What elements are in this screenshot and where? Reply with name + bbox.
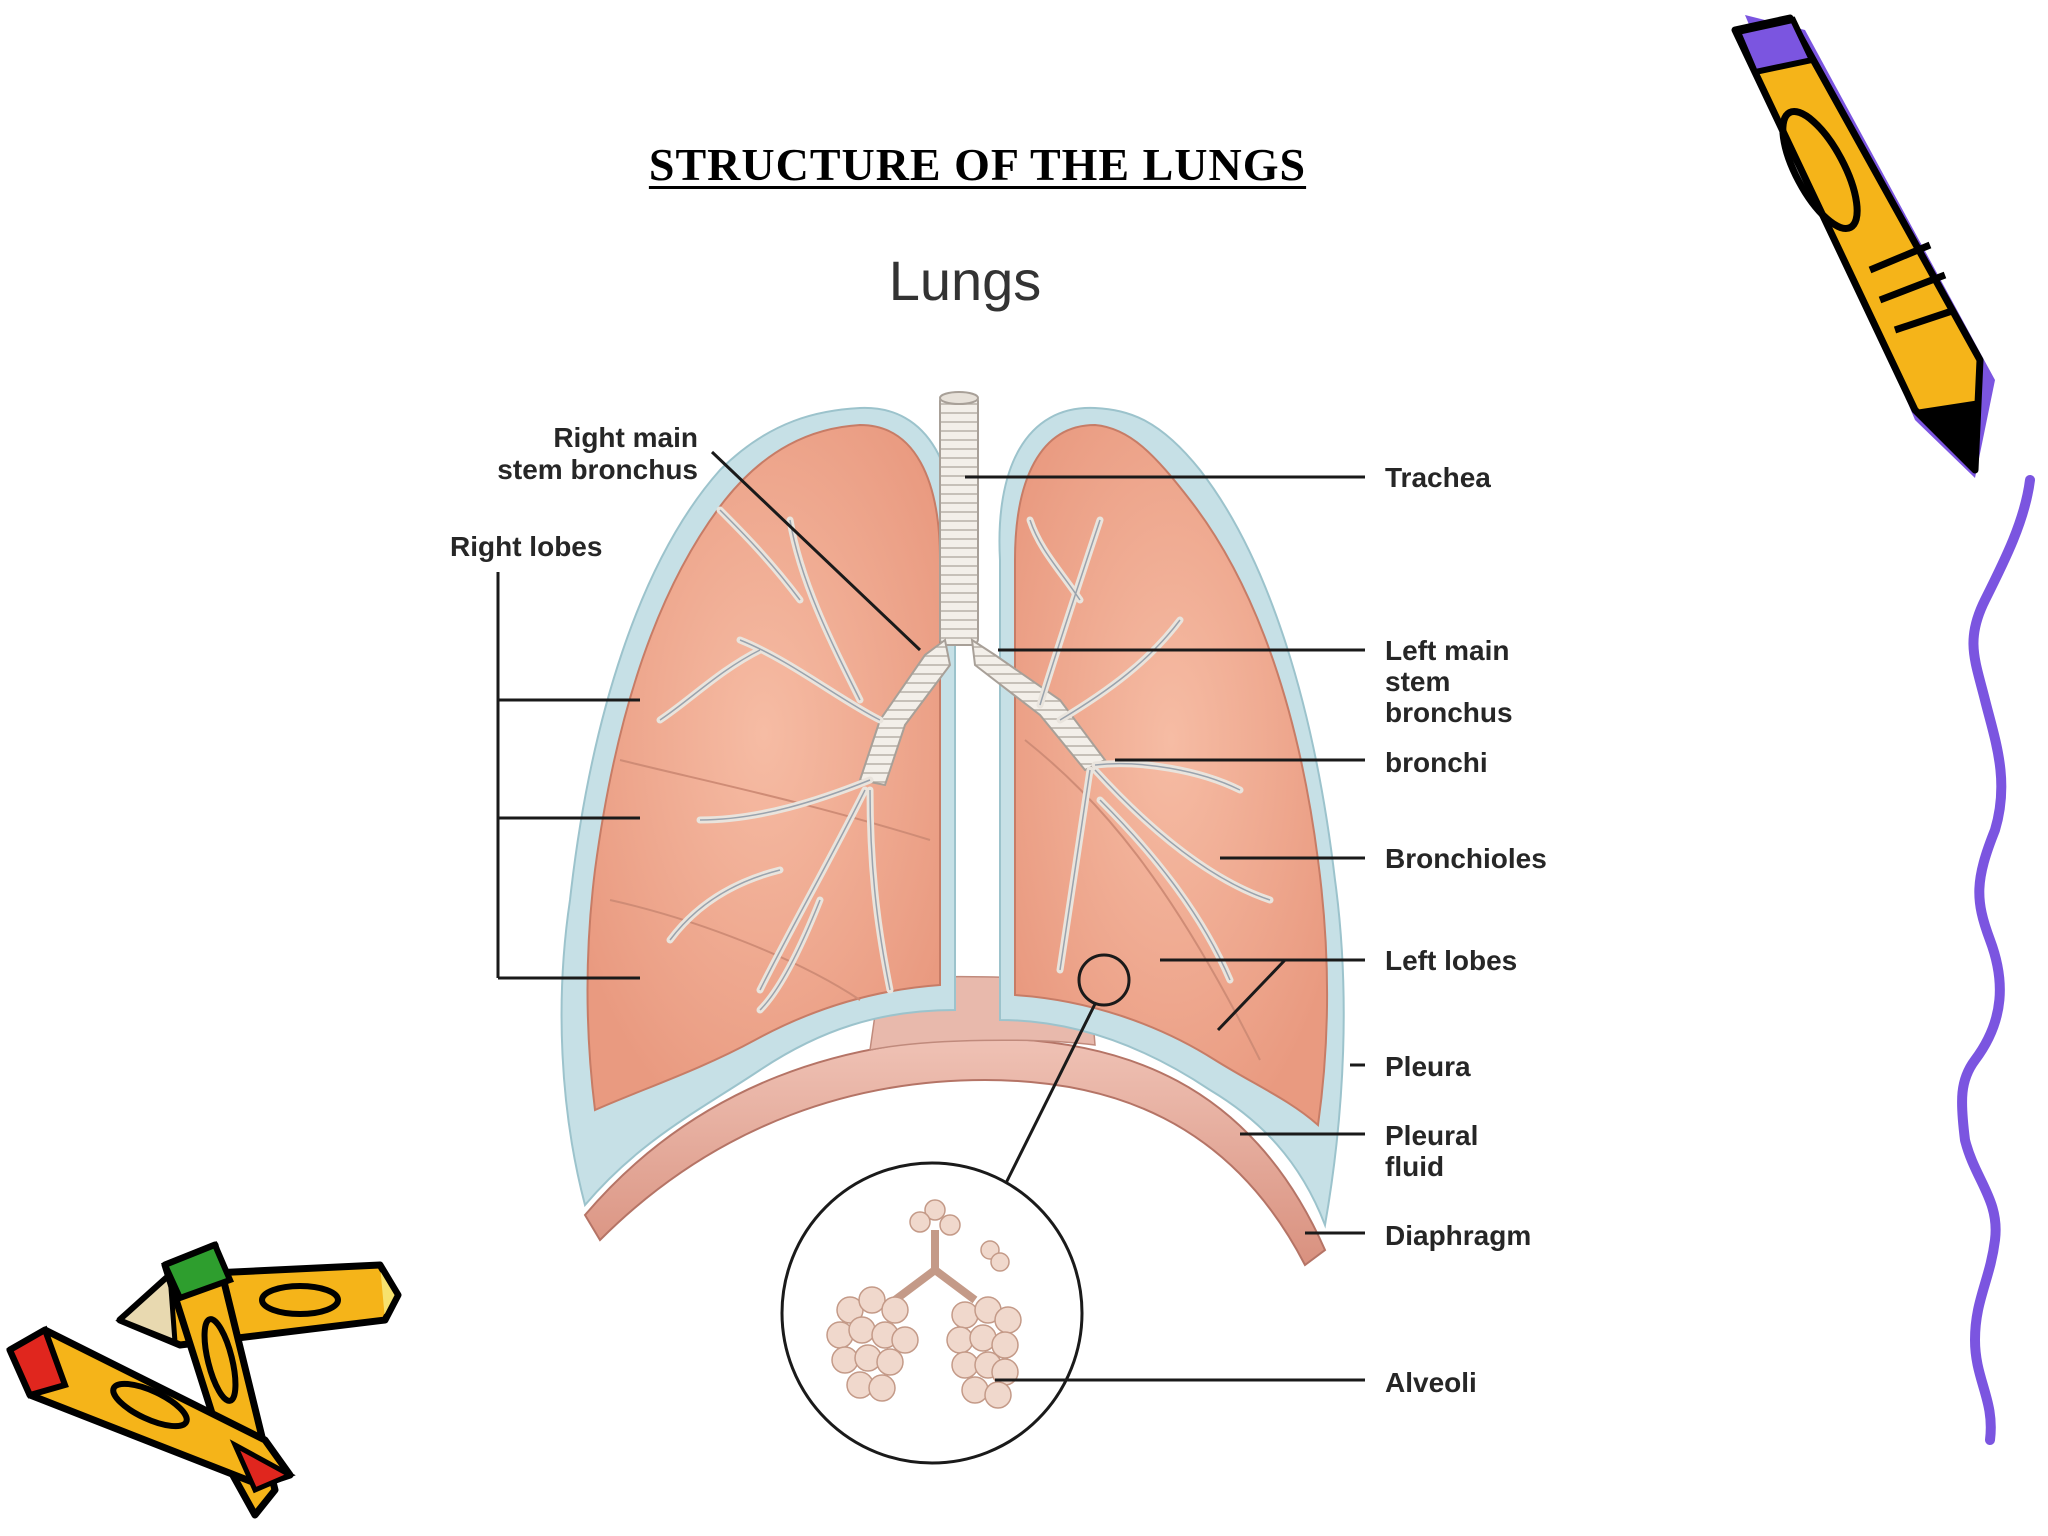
label-trachea: Trachea [1385,462,1491,493]
diaphragm [583,1036,1327,1267]
right-main-bronchus [858,638,952,787]
label-alveoli: Alveoli [1385,1367,1477,1398]
crossed-pencils-icon [6,1241,402,1519]
right-lung [586,423,941,1112]
label-left-main-stem-bronchus-1: Left main [1385,635,1509,666]
pencil-icon [1731,14,1995,478]
leader-lines [496,450,1365,1382]
label-left-main-stem-bronchus-2: stem [1385,666,1450,697]
label-diaphragm: Diaphragm [1385,1220,1531,1251]
label-right-lobes: Right lobes [450,531,602,562]
label-right-main-stem-bronchus-1: Right main [553,422,698,453]
label-right-main-stem-bronchus-2: stem bronchus [497,454,698,485]
label-pleural-fluid-1: Pleural [1385,1120,1478,1151]
left-lung [1014,423,1328,1127]
label-bronchi: bronchi [1385,747,1488,778]
label-pleura: Pleura [1385,1051,1471,1082]
alveoli-cluster [826,1199,1022,1409]
alveoli-source-circle [1077,953,1131,1007]
label-pleural-fluid-2: fluid [1385,1151,1444,1182]
diagram-heading: Lungs [889,249,1042,312]
label-bronchioles: Bronchioles [1385,843,1547,874]
trachea [939,394,979,646]
label-left-main-stem-bronchus-3: bronchus [1385,697,1513,728]
wavy-line [1957,475,2035,1445]
label-left-lobes: Left lobes [1385,945,1517,976]
alveoli-zoom-connector [1003,1003,1097,1186]
slide-title: STRUCTURE OF THE LUNGS [648,139,1307,190]
